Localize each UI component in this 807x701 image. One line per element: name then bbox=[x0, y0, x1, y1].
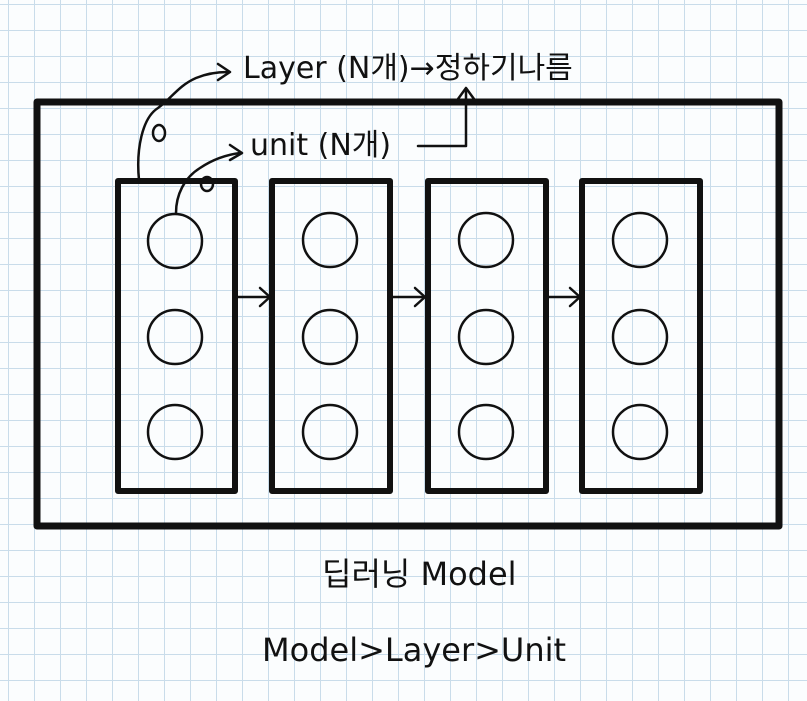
unit-circle-2-2 bbox=[301, 308, 359, 366]
layer-box-3 bbox=[425, 178, 549, 494]
layer-box-1 bbox=[115, 178, 238, 494]
layer-box-4 bbox=[579, 178, 703, 494]
arrow-layer-1-to-2 bbox=[235, 286, 272, 308]
unit-circle-1-1 bbox=[146, 212, 204, 270]
layer-annotation-label: Layer (N개)→정하기나름 bbox=[243, 51, 573, 86]
unit-circle-2-3 bbox=[301, 403, 359, 461]
layer-box-2 bbox=[269, 178, 393, 494]
unit-circle-3-3 bbox=[457, 403, 515, 461]
arrow-layer-3-to-4 bbox=[546, 286, 582, 308]
unit-pointer-arrow bbox=[174, 143, 244, 215]
unit-circle-3-2 bbox=[457, 308, 515, 366]
model-box bbox=[33, 98, 783, 530]
layer-pointer-arrow bbox=[137, 62, 232, 182]
unit-circle-1-2 bbox=[146, 308, 204, 366]
model-caption: 딥러닝 Model bbox=[322, 555, 517, 593]
unit-circle-1-3 bbox=[146, 403, 204, 461]
unit-circle-4-1 bbox=[611, 211, 669, 269]
unit-circle-4-3 bbox=[611, 403, 669, 461]
hierarchy-caption: Model>Layer>Unit bbox=[262, 631, 567, 669]
unit-annotation-label: unit (N개) bbox=[250, 128, 392, 163]
unit-circle-3-1 bbox=[457, 211, 515, 269]
unit-to-note-connector bbox=[416, 86, 476, 148]
arrow-layer-2-to-3 bbox=[390, 286, 427, 308]
unit-circle-2-1 bbox=[301, 211, 359, 269]
unit-circle-4-2 bbox=[611, 308, 669, 366]
